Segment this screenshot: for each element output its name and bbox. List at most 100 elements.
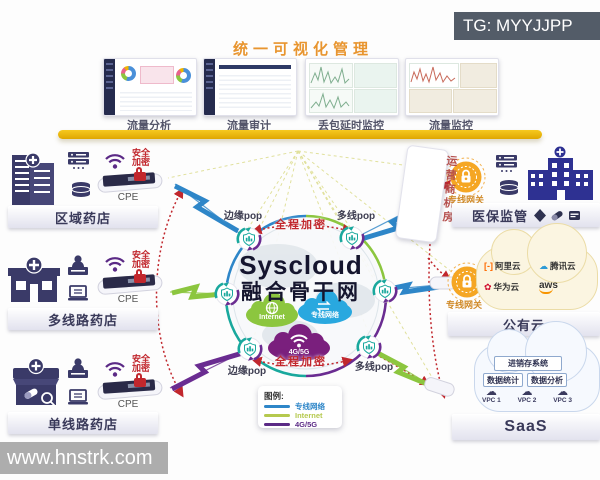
private-line-cloud-label: 专线网络	[311, 312, 339, 319]
legend-line-4g5g	[264, 423, 290, 426]
legend-line-private	[264, 405, 290, 408]
provider-alicloud: [-] 阿里云	[484, 261, 521, 271]
encryption-label-bottom: 全程加密	[275, 356, 327, 368]
multiline-pop-node	[372, 277, 398, 305]
gateway-label: 专线网关	[447, 195, 485, 205]
provider-tencent-cloud: ☁ 腾讯云	[539, 260, 576, 272]
lock-icon	[134, 373, 146, 387]
cpe-label: CPE	[117, 294, 139, 305]
database-icon	[499, 179, 519, 196]
pharmacist-icon	[68, 358, 88, 378]
legend-item: Internet	[264, 411, 336, 420]
public-cloud-providers: [-] 阿里云 ☁ 腾讯云 ✿ 华为云 aws	[484, 260, 592, 294]
dashboard-label: 流量分析	[127, 120, 171, 132]
4g5g-cloud	[268, 324, 330, 361]
saas-name: SaaS	[504, 418, 548, 435]
erp-system-box: 进销存系统	[494, 356, 562, 371]
legend-item: 4G/5G	[264, 420, 336, 429]
core-network-name: 融合骨干网	[241, 281, 361, 304]
provider-aws: aws	[539, 280, 592, 294]
regional-pharmacy-building-icon	[12, 152, 54, 205]
private-line-cloud	[298, 290, 352, 324]
saas-platform: SaaS	[452, 414, 600, 440]
encryption-label-top: 全程加密	[275, 219, 327, 231]
alicloud-icon: [-]	[484, 261, 493, 271]
insurance-platform: 医保监管	[452, 203, 600, 227]
pop-label-bottom-right: 多线pop	[354, 362, 394, 373]
site-platform-singleline-pharmacy: 单线路药店	[8, 412, 158, 434]
core-brand: Syscloud	[239, 250, 363, 280]
secure-encrypt-label: 安全加密	[132, 354, 151, 373]
pharmacist-icon	[68, 255, 88, 275]
hospital-building-icon	[528, 145, 593, 200]
dashboard-label: 流量审计	[227, 120, 271, 132]
vpc-row: ☁VPC 1 ☁VPC 2 ☁VPC 3	[482, 386, 572, 405]
data-statistics-box: 数据统计	[483, 373, 523, 387]
vpc-item: ☁VPC 2	[517, 386, 537, 405]
cpe-label: CPE	[117, 192, 139, 203]
watermark-telegram: TG: MYYJJPP	[454, 12, 600, 40]
server-rack-icon	[68, 152, 89, 169]
pos-laptop-icon	[67, 285, 89, 302]
huawei-cloud-icon: ✿	[484, 281, 492, 292]
badge-icon	[534, 208, 546, 222]
management-platform-bar	[58, 130, 542, 139]
watermark-website: www.hnstrk.com	[0, 442, 168, 474]
site-name: 区域药店	[54, 210, 111, 226]
server-rack-icon	[496, 155, 517, 172]
site-name: 多线路药店	[47, 312, 118, 328]
dashboard-label: 流量监控	[429, 120, 473, 132]
vpc-item: ☁VPC 3	[553, 386, 572, 405]
insurance-name: 医保监管	[471, 208, 528, 224]
legend-line-internet	[264, 414, 290, 417]
vpc-cloud-icon: ☁	[557, 386, 569, 398]
secure-encrypt-label: 安全加密	[132, 250, 151, 269]
tencent-cloud-icon: ☁	[539, 260, 548, 271]
legend-item: 专线网络	[264, 402, 336, 411]
site-platform-multiline-pharmacy: 多线路药店	[8, 308, 158, 330]
internet-cloud	[246, 293, 298, 327]
gateway-label: 专线网关	[445, 300, 483, 310]
data-analysis-box: 数据分析	[527, 373, 567, 387]
pop-label-top-right: 多线pop	[336, 211, 376, 222]
aws-smile-icon	[539, 288, 553, 294]
wifi-icon	[104, 257, 126, 273]
multiline-pharmacy-building-icon	[8, 256, 60, 302]
public-cloud	[476, 223, 598, 310]
provider-huawei-cloud: ✿ 华为云	[484, 281, 520, 293]
pop-label-top-left: 边缘pop	[223, 211, 263, 222]
vpc-cloud-icon: ☁	[485, 386, 497, 398]
vpc-cloud-icon: ☁	[521, 386, 533, 398]
insurance-icons	[534, 208, 580, 222]
lock-icon	[134, 269, 146, 283]
pos-laptop-icon	[67, 389, 89, 406]
lock-icon	[134, 167, 146, 181]
database-icon	[71, 181, 91, 198]
dashboard-traffic-monitor	[405, 58, 499, 116]
legend-title: 图例:	[264, 391, 284, 401]
site-name: 单线路药店	[47, 416, 118, 432]
dashboard-loss-latency-monitor	[305, 58, 399, 116]
management-title: 统一可视化管理	[232, 41, 374, 58]
internet-cloud-label: Internet	[259, 314, 285, 321]
multiline-pop-node	[356, 333, 382, 361]
multiline-pop-node	[339, 224, 365, 252]
dashboard-label: 丢包延时监控	[318, 120, 384, 132]
4g5g-cloud-label: 4G/5G	[288, 349, 310, 356]
vpc-item: ☁VPC 1	[482, 386, 501, 405]
secure-encrypt-label: 安全加密	[132, 148, 151, 167]
cpe-label: CPE	[117, 399, 139, 410]
wifi-icon	[104, 362, 126, 378]
dashboard-traffic-audit	[203, 58, 297, 116]
dashboard-traffic-analysis	[103, 58, 197, 116]
card-icon	[569, 210, 580, 220]
legend: 图例: 专线网络 Internet 4G/5G	[258, 386, 342, 429]
singleline-pharmacy-building-icon	[13, 357, 59, 407]
site-platform-regional-pharmacy: 区域药店	[8, 206, 158, 228]
pill-icon	[551, 210, 563, 220]
edge-pop-node	[214, 280, 240, 308]
edge-pop-node	[237, 335, 263, 363]
edge-pop-node	[236, 225, 262, 253]
